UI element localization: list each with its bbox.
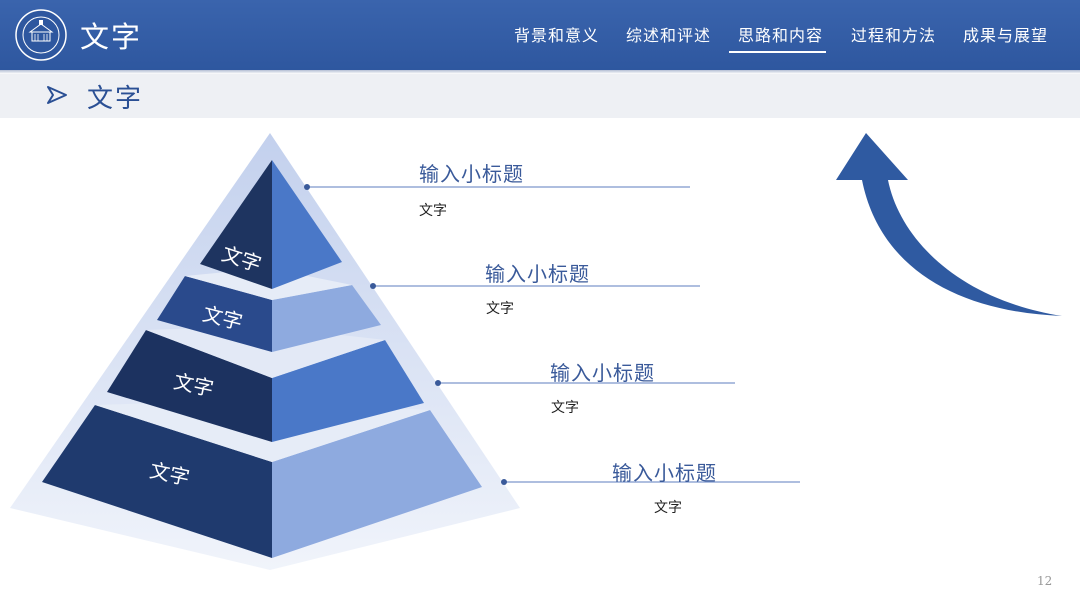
connector-2 bbox=[370, 283, 700, 289]
nav-item-results[interactable]: 成果与展望 bbox=[963, 26, 1049, 45]
pyramid-level-4-left bbox=[42, 405, 272, 558]
item-title-1: 输入小标题 bbox=[419, 162, 524, 186]
item-title-4: 输入小标题 bbox=[612, 461, 717, 485]
header-bar bbox=[0, 0, 1080, 70]
active-nav-underline bbox=[729, 51, 826, 53]
item-text-4: 文字 bbox=[654, 500, 682, 516]
pyramid-level-3-right bbox=[272, 340, 424, 442]
item-text-2: 文字 bbox=[486, 301, 514, 317]
page-number: 12 bbox=[1037, 574, 1053, 588]
pyramid-level-3-top bbox=[146, 326, 385, 378]
arrowhead-icon bbox=[47, 86, 67, 104]
curved-arrow-icon bbox=[836, 133, 1062, 316]
item-title-3: 输入小标题 bbox=[550, 361, 655, 385]
connector-4 bbox=[501, 479, 800, 485]
pyramid-level-2-right bbox=[272, 285, 381, 352]
pyramid-level-1-left bbox=[200, 160, 272, 289]
nav-item-review[interactable]: 综述和评述 bbox=[626, 26, 712, 45]
pyramid-level-3-left bbox=[107, 330, 272, 442]
nav-item-process[interactable]: 过程和方法 bbox=[851, 26, 937, 45]
pyramid-level-2-left bbox=[157, 276, 272, 352]
section-title: 文字 bbox=[87, 84, 144, 114]
pyramid-level-1-right bbox=[272, 160, 342, 289]
item-title-2: 输入小标题 bbox=[485, 262, 590, 286]
item-text-1: 文字 bbox=[419, 203, 447, 219]
connector-3 bbox=[435, 380, 735, 386]
pyramid-level-4-right bbox=[272, 410, 482, 558]
nav-item-background[interactable]: 背景和意义 bbox=[514, 26, 600, 45]
item-text-3: 文字 bbox=[551, 400, 579, 416]
section-bar bbox=[0, 74, 1080, 118]
connector-1 bbox=[304, 184, 690, 190]
university-logo-icon bbox=[15, 9, 67, 61]
app-title: 文字 bbox=[80, 20, 143, 54]
nav-item-ideas-active[interactable]: 思路和内容 bbox=[738, 26, 824, 45]
header-shadow bbox=[0, 70, 1080, 74]
